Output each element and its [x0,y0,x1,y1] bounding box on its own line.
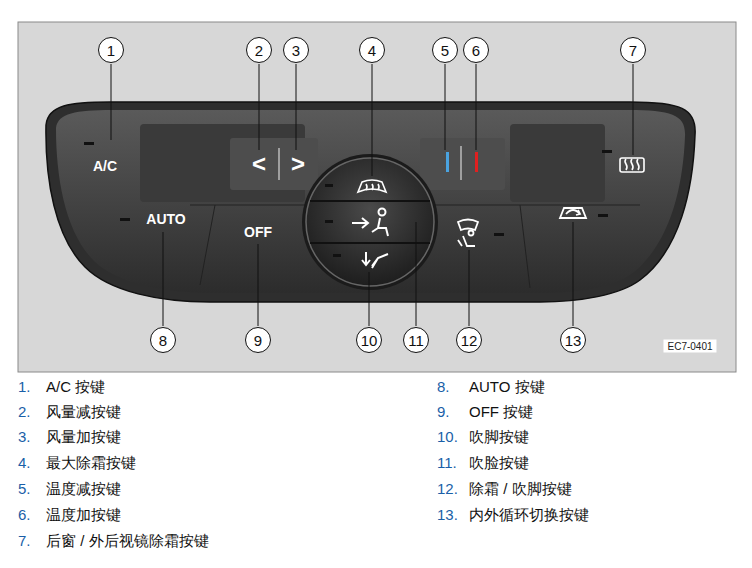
list-number: 10. [437,428,458,445]
callout-circle: 11 [403,327,429,353]
button-label: AUTO [146,211,185,227]
list-number: 7. [18,532,31,549]
fan-up-symbol: > [291,150,305,178]
callout-number: 3 [292,42,300,59]
list-text: 风量减按键 [46,403,121,422]
callout-number: 10 [361,332,378,349]
callout-circle: 3 [283,37,309,63]
callout-circle: 13 [560,327,586,353]
list-number: 11. [437,454,457,471]
list-number: 2. [18,403,31,420]
figure-code: EC7-0401 [663,340,716,353]
callout-circle: 9 [245,327,271,353]
list-number: 3. [18,428,31,445]
callout-number: 5 [441,42,449,59]
callout-number: 8 [159,332,167,349]
list-text: 内外循环切换按键 [469,506,589,525]
list-number: 12. [437,480,458,497]
fan-down-symbol: < [252,150,266,178]
callout-circle: 7 [620,37,646,63]
callout-number: 13 [565,332,582,349]
list-number: 5. [18,480,31,497]
list-text: 除霜 / 吹脚按键 [469,480,572,499]
list-text: A/C 按键 [46,378,105,397]
callout-number: 9 [254,332,262,349]
list-number: 8. [437,378,450,395]
callout-number: 2 [255,42,263,59]
list-text: OFF 按键 [469,403,533,422]
list-text: AUTO 按键 [469,378,545,397]
callout-circle: 5 [432,37,458,63]
list-number: 9. [437,403,450,420]
list-text: 吹脸按键 [469,454,529,473]
callout-number: 12 [461,332,478,349]
callout-circle: 4 [359,37,385,63]
list-number: 4. [18,454,31,471]
list-number: 1. [18,378,31,395]
list-text: 风量加按键 [46,428,121,447]
list-text: 吹脚按键 [469,428,529,447]
list-number: 6. [18,506,31,523]
list-text: 后窗 / 外后视镜除霜按键 [46,532,209,551]
callout-circle: 12 [456,327,482,353]
callout-circle: 6 [463,37,489,63]
callout-circle: 10 [356,327,382,353]
list-text: 温度减按键 [46,480,121,499]
callout-number: 4 [368,42,376,59]
callout-number: 1 [107,42,115,59]
callout-number: 6 [472,42,480,59]
callout-circle: 8 [150,327,176,353]
callout-circle: 2 [246,37,272,63]
button-label: A/C [93,158,117,174]
list-text: 最大除霜按键 [46,454,136,473]
callout-number: 7 [629,42,637,59]
callout-number: 11 [408,332,424,349]
list-text: 温度加按键 [46,506,121,525]
list-number: 13. [437,506,458,523]
button-label: OFF [244,224,272,240]
callout-circle: 1 [98,37,124,63]
